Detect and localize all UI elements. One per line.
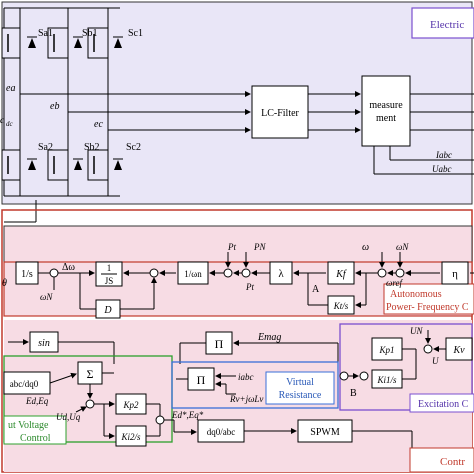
switch-sc2 [87,149,123,181]
signal-iabc-vr: iabc [238,372,254,382]
damping-label: D [103,305,112,316]
switch-sb2-label: Sb2 [84,142,100,153]
electrical-label: Electric [430,19,464,31]
phase-ea-label: ea [6,83,15,94]
dc-label: c [0,115,4,125]
pi-mag-label: Π [215,337,224,351]
lambda-label: λ [278,268,284,280]
excitation-region [339,323,473,411]
output-voltage-label-2: Control [20,433,51,444]
output-voltage-label-1: ut Voltage [8,420,49,431]
virtual-resistance-region [171,361,339,409]
sum-node-exc-3 [423,344,433,354]
pi-vr-label: Π [197,373,206,387]
signal-p-t-out: Pt [245,282,254,292]
one-over-s-label: 1/s [21,269,33,280]
dq0-abc-label: dq0/abc [207,427,236,437]
output-voltage-label-box [3,415,67,445]
kp1-label: Kp1 [378,345,394,355]
ki1-label: Ki1/s [376,375,397,385]
signal-ed-eq-star: Ed*,Eq* [171,410,204,420]
one-over-omega-n-label: 1/ωn [184,269,202,279]
lc-filter-label: LC-Filter [261,108,299,119]
kt-over-s-label: Kt/s [333,301,349,311]
lc-filter-block [251,85,309,139]
signal-u-small: U [432,356,439,366]
eta-block [441,261,469,285]
switch-sa1 [1,27,37,59]
measurement-block [361,75,411,147]
autonomous-label-2: Power- Frequency C [386,302,469,313]
signal-delta-omega: Δω [62,262,75,273]
abc-dq0-label: abc/dq0 [10,379,39,389]
electrical-label-box [411,7,474,39]
sum-node-exc-2 [359,371,369,381]
kf-label: Kf [335,269,347,280]
sum-node-1 [49,268,59,278]
signal-i-abc: Iabc [435,150,452,160]
signal-ed-eq: Ed,Eq [25,396,49,406]
switch-sb1 [47,27,83,59]
sigma-label: Σ [87,367,94,381]
autonomous-title-box [383,283,474,315]
signal-u-n: UN [410,326,423,336]
excitation-label-box [409,393,474,413]
signal-omega: ω [362,242,369,253]
kv-label: Kv [452,345,465,356]
signal-a: A [312,284,320,295]
signal-p-n: PN [253,242,266,252]
sum-node-2 [149,268,159,278]
phase-ec-label: ec [94,119,103,130]
switch-sc1-label: Sc1 [128,28,143,39]
measurement-label-1: measure [369,100,403,111]
signal-rv-jwlv: Rv+jωLv [229,394,263,404]
one-over-js-num: 1 [107,263,112,273]
signal-omega-ref: ωref [386,278,404,288]
one-over-js-den: JS [105,276,114,286]
one-over-omega-n-block [177,261,209,285]
sum-node-3 [223,268,233,278]
virtual-resistance-label-box [265,371,335,405]
dc-sub-label: dc [6,120,14,128]
signal-u-abc: Uabc [432,164,452,174]
switch-sc2-label: Sc2 [126,142,141,153]
signal-b: B [350,388,357,399]
kf-block [327,261,355,285]
sum-node-ovc-1 [85,399,95,409]
sum-node-4 [241,268,251,278]
virtual-resistance-label-1: Virtual [286,377,314,388]
phase-eb-label: eb [50,101,59,112]
sum-node-exc-1 [339,371,349,381]
measurement-label-2: ment [376,113,396,124]
switch-sc1 [87,27,123,59]
spwm-label: SPWM [310,427,340,438]
signal-omega-n: ωN [396,242,409,252]
control-label-box [409,447,474,473]
switch-sa2 [1,149,37,181]
kp2-label: Kp2 [122,400,139,410]
sum-node-6 [395,268,405,278]
signal-theta: θ [2,278,7,289]
excitation-label: Excitation C [418,399,469,410]
switch-sb2 [47,149,83,181]
switch-sa2-label: Sa2 [38,142,53,153]
sin-label: sin [38,338,50,349]
signal-omega-n-left: ωN [40,292,53,302]
signal-p-t: Pt [227,242,236,252]
virtual-resistance-label-2: Resistance [279,390,322,401]
signal-emag: Emag [257,332,281,343]
sum-node-5 [377,268,387,278]
sum-node-ovc-2 [155,415,165,425]
ki2-label: Ki2/s [120,432,141,442]
signal-ud-uq: Ud,Uq [56,412,81,422]
switch-sb1-label: Sb1 [82,28,98,39]
autonomous-label-1: Autonomous [390,289,442,300]
switch-sa1-label: Sa1 [38,28,53,39]
control-label: Contr [440,456,465,468]
eta-label: η [452,268,458,280]
